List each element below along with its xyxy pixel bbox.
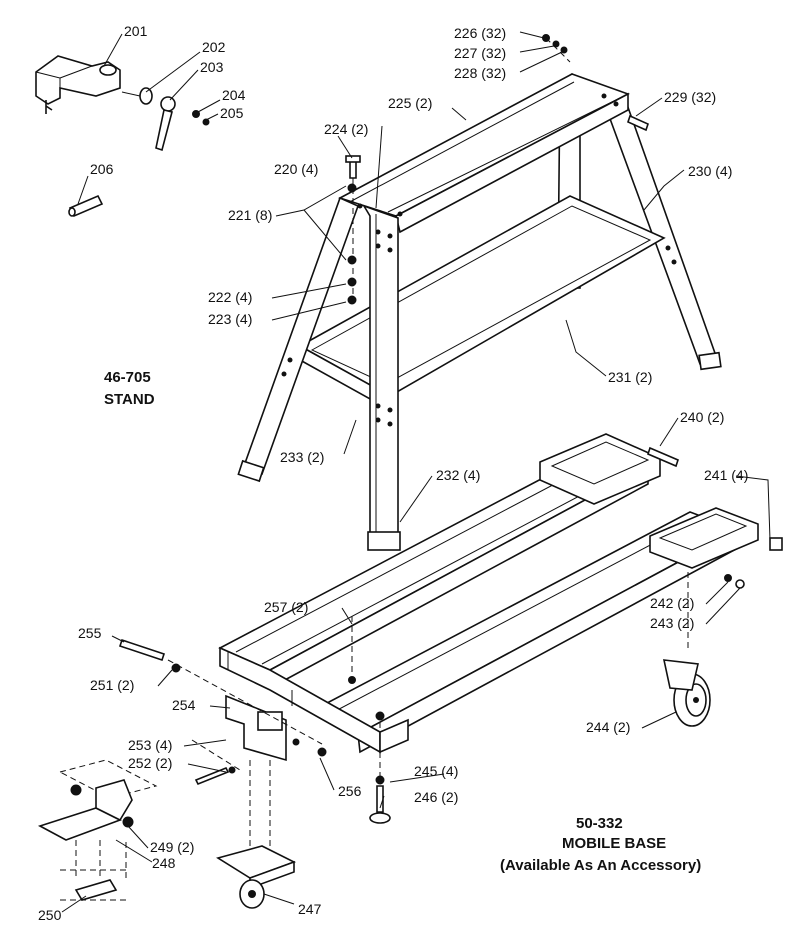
label-250: 250 — [38, 907, 62, 923]
stand-model: 46-705 — [104, 369, 151, 386]
part-labels: 201 202 203 204 205 206 226 (32) 227 (32… — [38, 23, 748, 923]
label-231: 231 (2) — [608, 369, 652, 385]
label-206: 206 — [90, 161, 114, 177]
part-201-clamp — [35, 55, 121, 114]
label-242: 242 (2) — [650, 595, 694, 611]
label-255: 255 — [78, 625, 102, 641]
label-229: 229 (32) — [664, 89, 716, 105]
label-244: 244 (2) — [586, 719, 630, 735]
label-243: 243 (2) — [650, 615, 694, 631]
label-204: 204 — [222, 87, 246, 103]
label-249: 249 (2) — [150, 839, 194, 855]
label-201: 201 — [124, 23, 148, 39]
mobile-base-assembly — [37, 433, 783, 909]
base-model: 50-332 — [576, 815, 623, 832]
label-241: 241 (4) — [704, 467, 748, 483]
label-202: 202 — [202, 39, 226, 55]
label-226: 226 (32) — [454, 25, 506, 41]
label-221: 221 (8) — [228, 207, 272, 223]
label-220: 220 (4) — [274, 161, 318, 177]
label-233: 233 (2) — [280, 449, 324, 465]
base-name: MOBILE BASE — [562, 835, 666, 852]
part-204-205-nut — [192, 110, 210, 126]
label-224: 224 (2) — [324, 121, 368, 137]
label-248: 248 — [152, 855, 176, 871]
label-223: 223 (4) — [208, 311, 252, 327]
label-252: 252 (2) — [128, 755, 172, 771]
label-257: 257 (2) — [264, 599, 308, 615]
label-230: 230 (4) — [688, 163, 732, 179]
base-note: (Available As An Accessory) — [500, 857, 701, 874]
label-240: 240 (2) — [680, 409, 724, 425]
label-256: 256 — [338, 783, 362, 799]
part-202-203-handle — [121, 87, 176, 152]
stand-assembly — [237, 34, 722, 551]
label-203: 203 — [200, 59, 224, 75]
leader-lines — [61, 31, 771, 913]
label-247: 247 — [298, 901, 322, 917]
label-246: 246 (2) — [414, 789, 458, 805]
part-206-pin — [68, 194, 104, 218]
label-254: 254 — [172, 697, 196, 713]
label-245: 245 (4) — [414, 763, 458, 779]
label-228: 228 (32) — [454, 65, 506, 81]
label-232: 232 (4) — [436, 467, 480, 483]
label-225: 225 (2) — [388, 95, 432, 111]
label-205: 205 — [220, 105, 244, 121]
stand-name: STAND — [104, 391, 155, 408]
label-222: 222 (4) — [208, 289, 252, 305]
label-251: 251 (2) — [90, 677, 134, 693]
label-253: 253 (4) — [128, 737, 172, 753]
label-227: 227 (32) — [454, 45, 506, 61]
